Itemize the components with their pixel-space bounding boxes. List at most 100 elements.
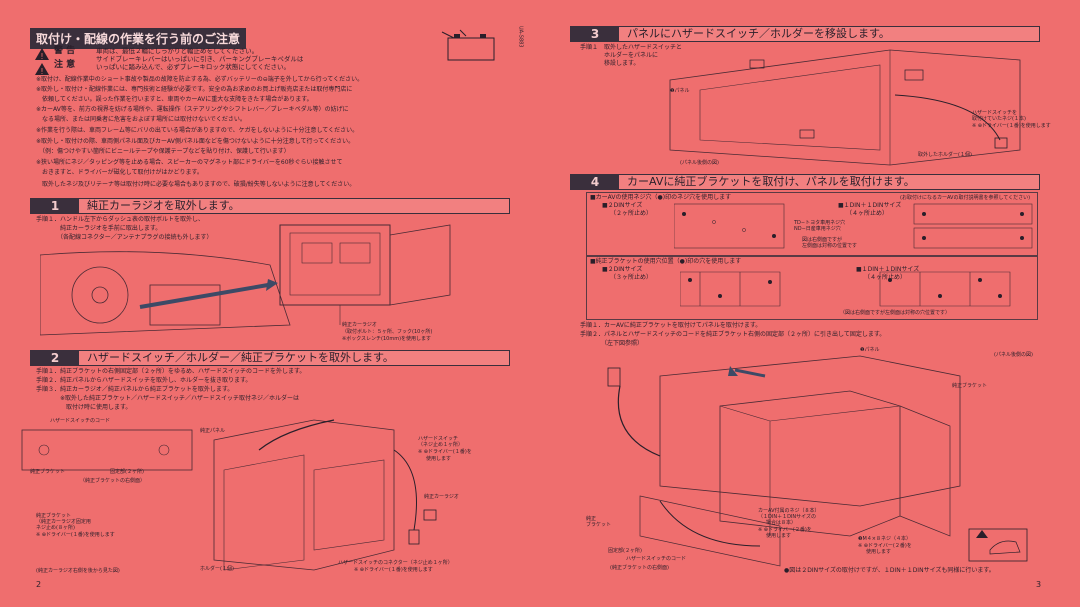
s1-step-0: 手順１．ハンドル左下からダッシュ表の取付ボルトを取外し、: [36, 216, 205, 223]
toyota-label: TD−トヨタ車用ネジ穴: [794, 220, 846, 226]
bracket-removal-illustration: [21, 419, 437, 571]
s2-label-view: (純正カーラジオ右側を後から見た図): [36, 568, 120, 574]
note-9: おきますと、ドライバーが磁化して取付けがはかどります。: [36, 169, 203, 176]
note-8: ※狭い場所にネジ／タッピング等を止める場合、スピーカーのマグネット部にドライバー…: [36, 159, 343, 166]
car-inset-icon: [968, 528, 1028, 562]
din2-label: ■２DINサイズ: [602, 202, 643, 209]
s2-step-4: 取付け時に使用します。: [36, 404, 132, 411]
section-4-title: カーAVに純正ブラケットを取付け、パネルを取付けます。: [627, 175, 915, 188]
din2-sub: （２ヶ所止め）: [610, 210, 653, 217]
s2-label-driver2: ※ ⊕ドライバー(１番)を使用します: [36, 532, 115, 538]
din11-label: ■１DIN＋１DINサイズ: [838, 202, 902, 209]
screw-hole-box: [586, 192, 1038, 256]
note-6: ※取外し・取付けの際、車両側パネル面及びカーAV側パネル面などを傷つけないように…: [36, 138, 355, 145]
s4-label-bracket: 純正ブラケット: [952, 383, 988, 389]
s2-label-bracket-left3: ネジ止め(８ヶ所): [36, 525, 75, 531]
s2-step-2: 手順３．純正カーラジオ／純正パネルから純正ブラケットを取外します。: [36, 386, 234, 393]
section-3-header: 3 パネルにハザードスイッチ／ホルダーを移設します。: [570, 26, 1040, 42]
nd-label: ND−日産車用ネジ穴: [794, 226, 841, 232]
s4-label-use2: 使用します: [866, 549, 892, 555]
note-3: ※カーAV等を、前方の視界を妨げる場所や、運転操作（ステアリングやシフトレバー／…: [36, 106, 349, 113]
mirror-note-1: 図は右側面ですが: [802, 237, 843, 243]
caution-text-1: サイドブレーキレバーはいっぱいに引き、パーキングブレーキペダルは: [96, 55, 304, 63]
note-4: なる場所、または同乗者に危害をおよぼす場所には取付けないでください。: [36, 116, 246, 123]
warning-label: 警 告: [54, 46, 76, 56]
s1-step-2: （各配線コネクター／アンテナプラグの接続も外します）: [36, 234, 213, 241]
s4-label-driver: ※ ⊕ドライバー(２番)を: [758, 527, 812, 533]
b-note: （図は右側面ですが左側面は対称の穴位置です）: [840, 310, 951, 316]
page-number-left: 2: [36, 580, 42, 589]
s4-label-bracket2: 純正: [586, 516, 597, 522]
s3-step-1: ホルダーをパネルに: [580, 52, 659, 59]
note-2: 依頼してください。誤った作業を行いますと、車両やカーAVに重大な支障をきたす場合…: [36, 96, 313, 103]
b-din2-label: ■２DINサイズ: [602, 266, 643, 273]
s4-step-1: 手順２．パネルとハザードスイッチのコードを純正ブラケット右側の固定部（２ヶ所）に…: [580, 331, 886, 338]
s4-label-right-side: (純正ブラケットの右側面): [610, 565, 669, 571]
mirror-note-2: 左側面は対称の位置です: [802, 243, 858, 249]
note-0: ※取付け、配線作業中のショート事故や製品の故障を防止する為、必ずバッテリーの⊖端…: [36, 76, 364, 83]
side-code: UA-S883: [517, 26, 524, 48]
s3-label-driver: ※ ⊕ドライバー(１番)を使用します: [972, 123, 1051, 129]
section-2-title: ハザードスイッチ／ホルダー／純正ブラケットを取外します。: [87, 351, 394, 364]
s2-label-connector: ハザードスイッチのコネクター（ネジ止め１ヶ所）: [338, 560, 453, 566]
s2-label-driver3: ※ ⊕ドライバー(１番)を使用します: [354, 567, 433, 573]
bracket-title: ■純正ブラケットの使用穴位置（●)印の穴を使用します: [590, 258, 742, 265]
s2-label-panel: 純正パネル: [200, 428, 226, 434]
s2-label-driver1: ※ ⊕ドライバー(１番)を: [418, 449, 472, 455]
section-1-title: 純正カーラジオを取外します。: [87, 199, 240, 212]
s4-label-cord: ハザードスイッチのコード: [626, 556, 687, 562]
s2-label-bracket-left2: （純正カーラジオ固定用: [36, 519, 91, 525]
din11-sub: （４ヶ所止め）: [846, 210, 889, 217]
note-5: ※作業を行う際は、車両フレーム等にバリの出ている場合がありますので、ケガをしない…: [36, 127, 359, 134]
section-1-number: 1: [31, 199, 79, 213]
screw-title: ■カーAVの使用ネジ穴（●)印のネジ穴を使用します: [590, 194, 732, 201]
note-10: 取外したネジ及びリテーナ等は取付け時に必要な場合もありますので、破損/紛失等しな…: [36, 181, 356, 188]
s2-label-hazard: ハザードスイッチ: [418, 436, 459, 442]
s4-label-fix: 固定部(２ヶ所): [608, 548, 642, 554]
section-2-header: 2 ハザードスイッチ／ホルダー／純正ブラケットを取外します。: [30, 350, 510, 366]
s2-label-holder: ホルダー(１個): [200, 566, 234, 572]
s3-label-panel: ❶パネル: [670, 88, 690, 94]
s1-label-radio: 純正カーラジオ: [342, 322, 377, 328]
b-din11-sub: （４ヶ所止め）: [864, 274, 907, 281]
panel-rear-illustration: [669, 49, 1021, 166]
s4-footnote: ●図は２DINサイズの取付けですが、１DIN＋１DINサイズも同様に行います。: [784, 567, 995, 574]
screw-note: (お取付けになるカーAVの取付説明書を参照してください): [900, 195, 1031, 201]
s2-step-0: 手順１．純正ブラケットの右側固定部（２ヶ所）をゆるめ、ハザードスイッチのコードを…: [36, 368, 306, 375]
s2-label-bracket-left: 純正ブラケット: [36, 513, 72, 519]
s4-label-panel: ❶パネル: [860, 347, 880, 353]
screw-hole-diagram: [674, 203, 1033, 249]
s4-label-driver2: ※ ⊕ドライバー(２番)を: [858, 543, 912, 549]
svg-text:!: !: [40, 67, 43, 76]
battery-icon: [441, 29, 495, 61]
s1-step-1: 純正カーラジオを手前に取出します。: [36, 225, 162, 232]
section-1-header: 1 純正カーラジオを取外します。: [30, 198, 510, 214]
bracket-hole-diagram: [680, 271, 1011, 307]
s4-label-rear: (パネル後側の図): [994, 352, 1033, 358]
svg-text:!: !: [40, 52, 43, 61]
s1-label-box: ※ボックスレンチ(10mm)を使用します: [342, 336, 432, 342]
caution-label: 注 意: [54, 60, 76, 70]
note-7: （例：傷つけやすい箇所にビニールテープや保護テープなどを貼り付け、保護して行いま…: [36, 148, 290, 155]
right-page: 3 パネルにハザードスイッチ／ホルダーを移設します。 手順１ 取外したハザードス…: [540, 0, 1080, 607]
s4-label-m5: ❸M４×８ネジ（４本）: [858, 536, 911, 542]
b-din11-label: ■１DIN＋１DINサイズ: [856, 266, 920, 273]
install-illustration: [607, 355, 961, 567]
s4-step-0: 手順１．カーAVに純正ブラケットを取付けてパネルを取付けます。: [580, 322, 762, 329]
s2-label-fix: 固定部(２ヶ所): [110, 469, 144, 475]
s4-label-screw1: カーAV付属のネジ（８本）: [758, 508, 820, 514]
s2-label-use: 使用します: [426, 456, 452, 462]
dashboard-illustration: [40, 224, 451, 336]
bracket-hole-box: [586, 256, 1038, 320]
warning-text: 車両は、最低２輪にしっかりと輪止めをしてください。: [96, 47, 259, 55]
s2-step-1: 手順２．純正パネルからハザードスイッチを取外し、ホルダーを抜き取ります。: [36, 377, 252, 384]
s1-label-bolt: （取付ボルト：５ヶ所、フック(10ヶ所): [342, 329, 433, 335]
s2-step-3: ※取外した純正ブラケット／ハザードスイッチ／ハザードスイッチ取付ネジ／ホルダーは: [36, 395, 300, 402]
s2-label-bracket-right: （純正ブラケットの右側面）: [80, 478, 146, 484]
section-2-number: 2: [31, 351, 79, 365]
s3-label-rear: (パネル後側の図): [680, 160, 719, 166]
page-number-right: 3: [1036, 580, 1042, 589]
s3-label-hazard: ハザードスイッチを: [972, 110, 1018, 116]
section-4-number: 4: [571, 175, 619, 189]
left-page: 取付け・配線の作業を行う前のご注意 ! ! 警 告 注 意 車両は、最低２輪にし…: [21, 26, 524, 589]
